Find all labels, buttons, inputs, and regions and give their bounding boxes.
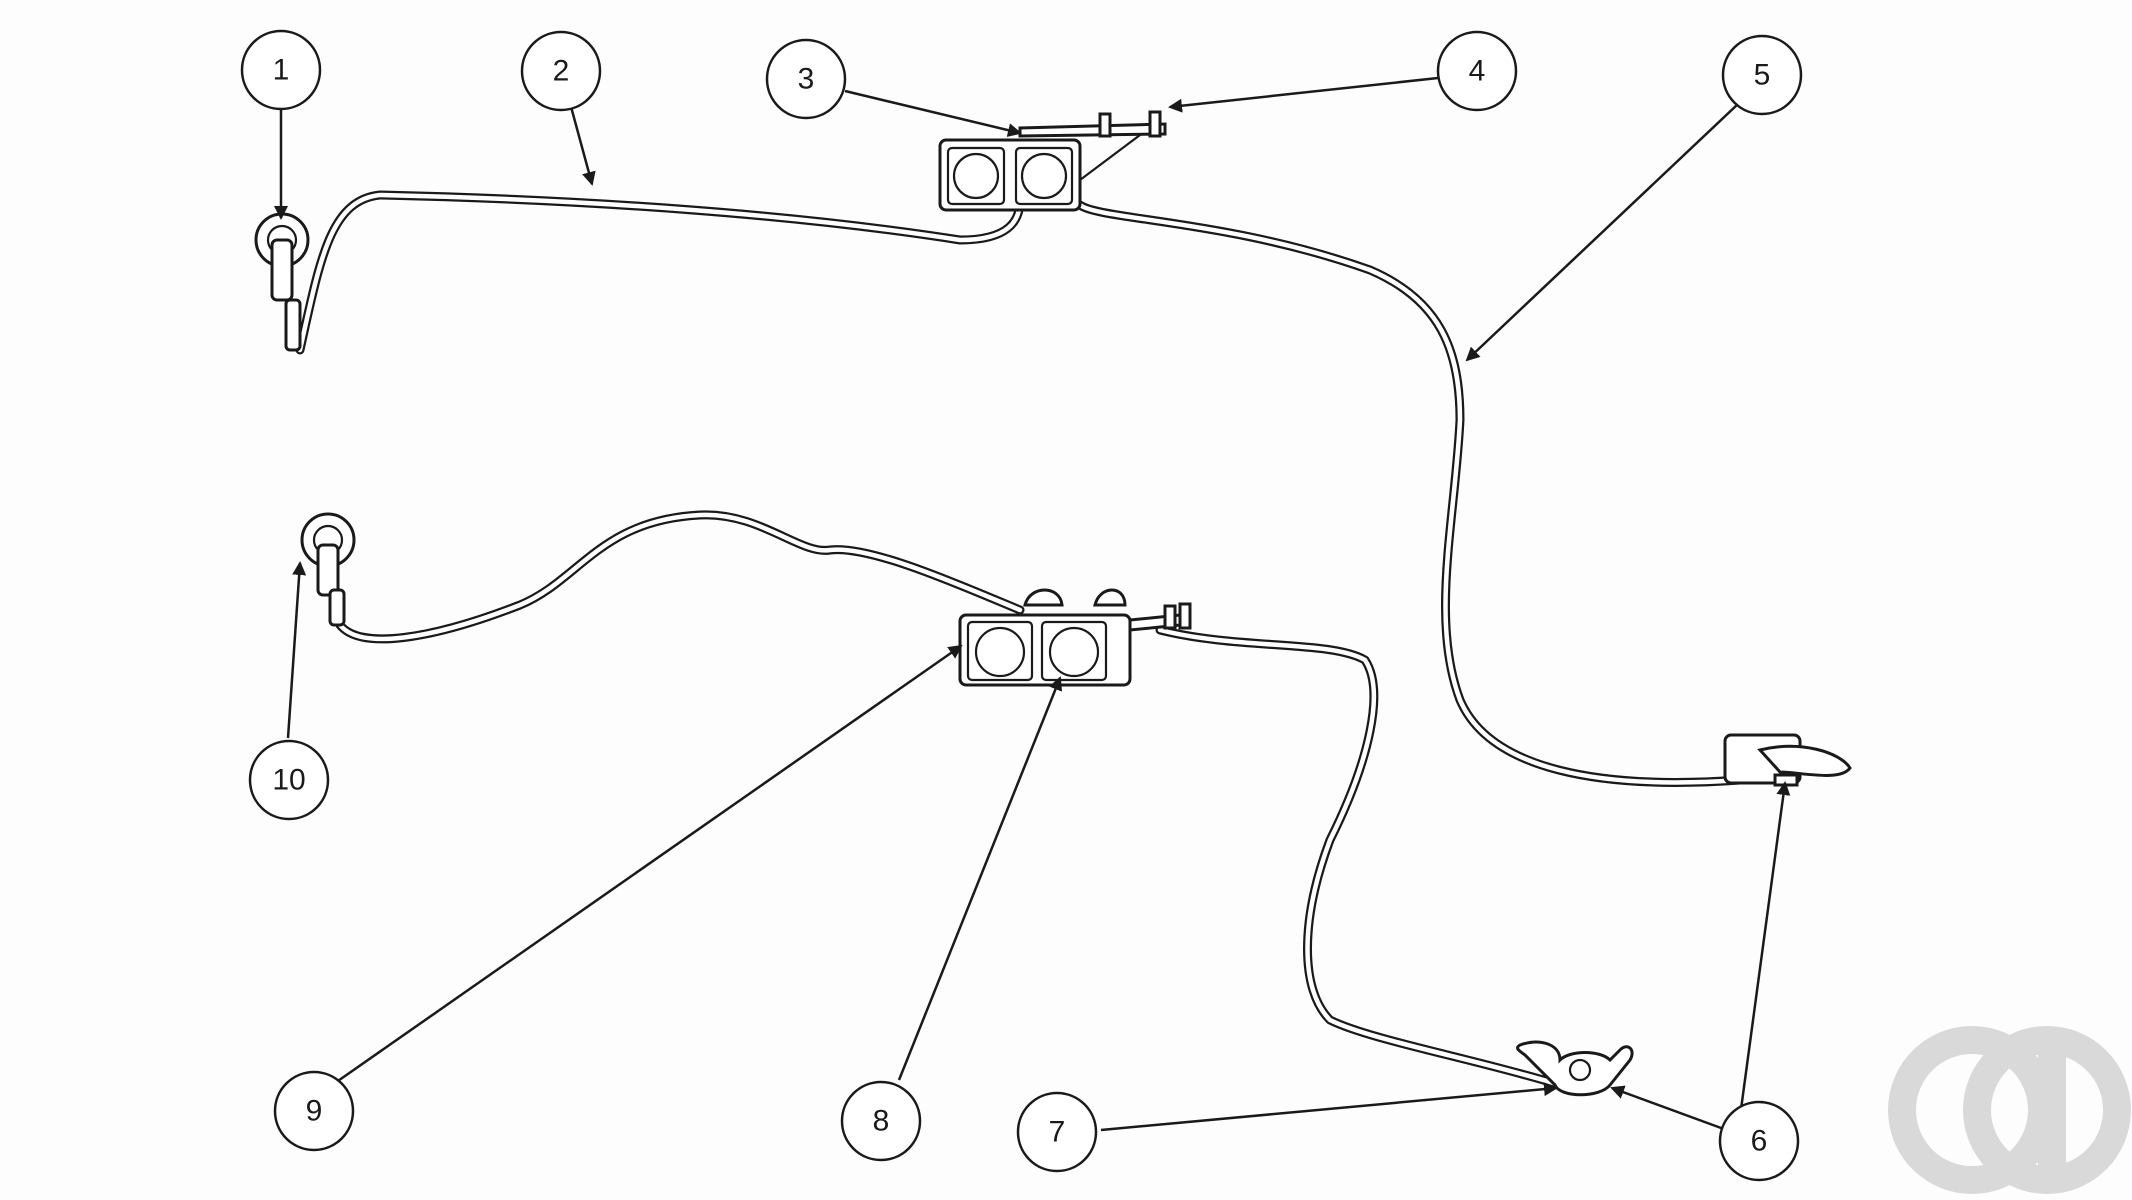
leader-6b	[1610, 1085, 1733, 1134]
leader-5	[1465, 103, 1739, 362]
ao-logo-icon	[1888, 1026, 2131, 1194]
leader-9	[334, 644, 963, 1085]
leader-lines	[274, 76, 1791, 1140]
callout-10: 10	[248, 739, 330, 821]
long-hose	[1075, 200, 1835, 787]
leader-10	[286, 561, 307, 739]
callout-5: 5	[1721, 34, 1803, 116]
lower-left-nozzle	[300, 512, 356, 627]
callout-4: 4	[1436, 30, 1518, 112]
callout-3-label: 3	[798, 63, 815, 96]
callout-3: 3	[765, 38, 847, 120]
callout-9: 9	[273, 1070, 355, 1152]
leader-2	[568, 102, 596, 186]
callout-10-label: 10	[272, 764, 305, 797]
callout-7: 7	[1016, 1091, 1098, 1173]
callout-8-label: 8	[873, 1105, 890, 1138]
rear-washer-nozzle	[1723, 733, 1852, 787]
callout-5-label: 5	[1754, 59, 1771, 92]
callout-8: 8	[840, 1080, 922, 1162]
callout-2-label: 2	[553, 55, 570, 88]
callout-1: 1	[240, 29, 322, 111]
lower-hose-left	[335, 510, 1025, 644]
callout-2: 2	[520, 30, 602, 112]
upper-left-nozzle	[254, 212, 310, 352]
leader-7	[1100, 1082, 1558, 1132]
leader-3	[844, 89, 1022, 138]
callout-9-label: 9	[306, 1095, 323, 1128]
callout-6: 6	[1718, 1100, 1800, 1182]
leader-4	[1168, 76, 1439, 113]
upper-hose-connector	[938, 110, 1167, 212]
callout-4-label: 4	[1469, 55, 1486, 88]
lower-hose-right	[1155, 625, 1565, 1090]
leader-6a	[1735, 781, 1791, 1140]
callout-6-label: 6	[1751, 1125, 1768, 1158]
upper-hose	[295, 190, 1025, 355]
leader-8	[897, 676, 1063, 1081]
callout-7-label: 7	[1049, 1116, 1066, 1149]
callout-1-label: 1	[273, 54, 290, 87]
lower-hose-connector	[958, 588, 1192, 687]
hose-clip	[1516, 1040, 1634, 1097]
